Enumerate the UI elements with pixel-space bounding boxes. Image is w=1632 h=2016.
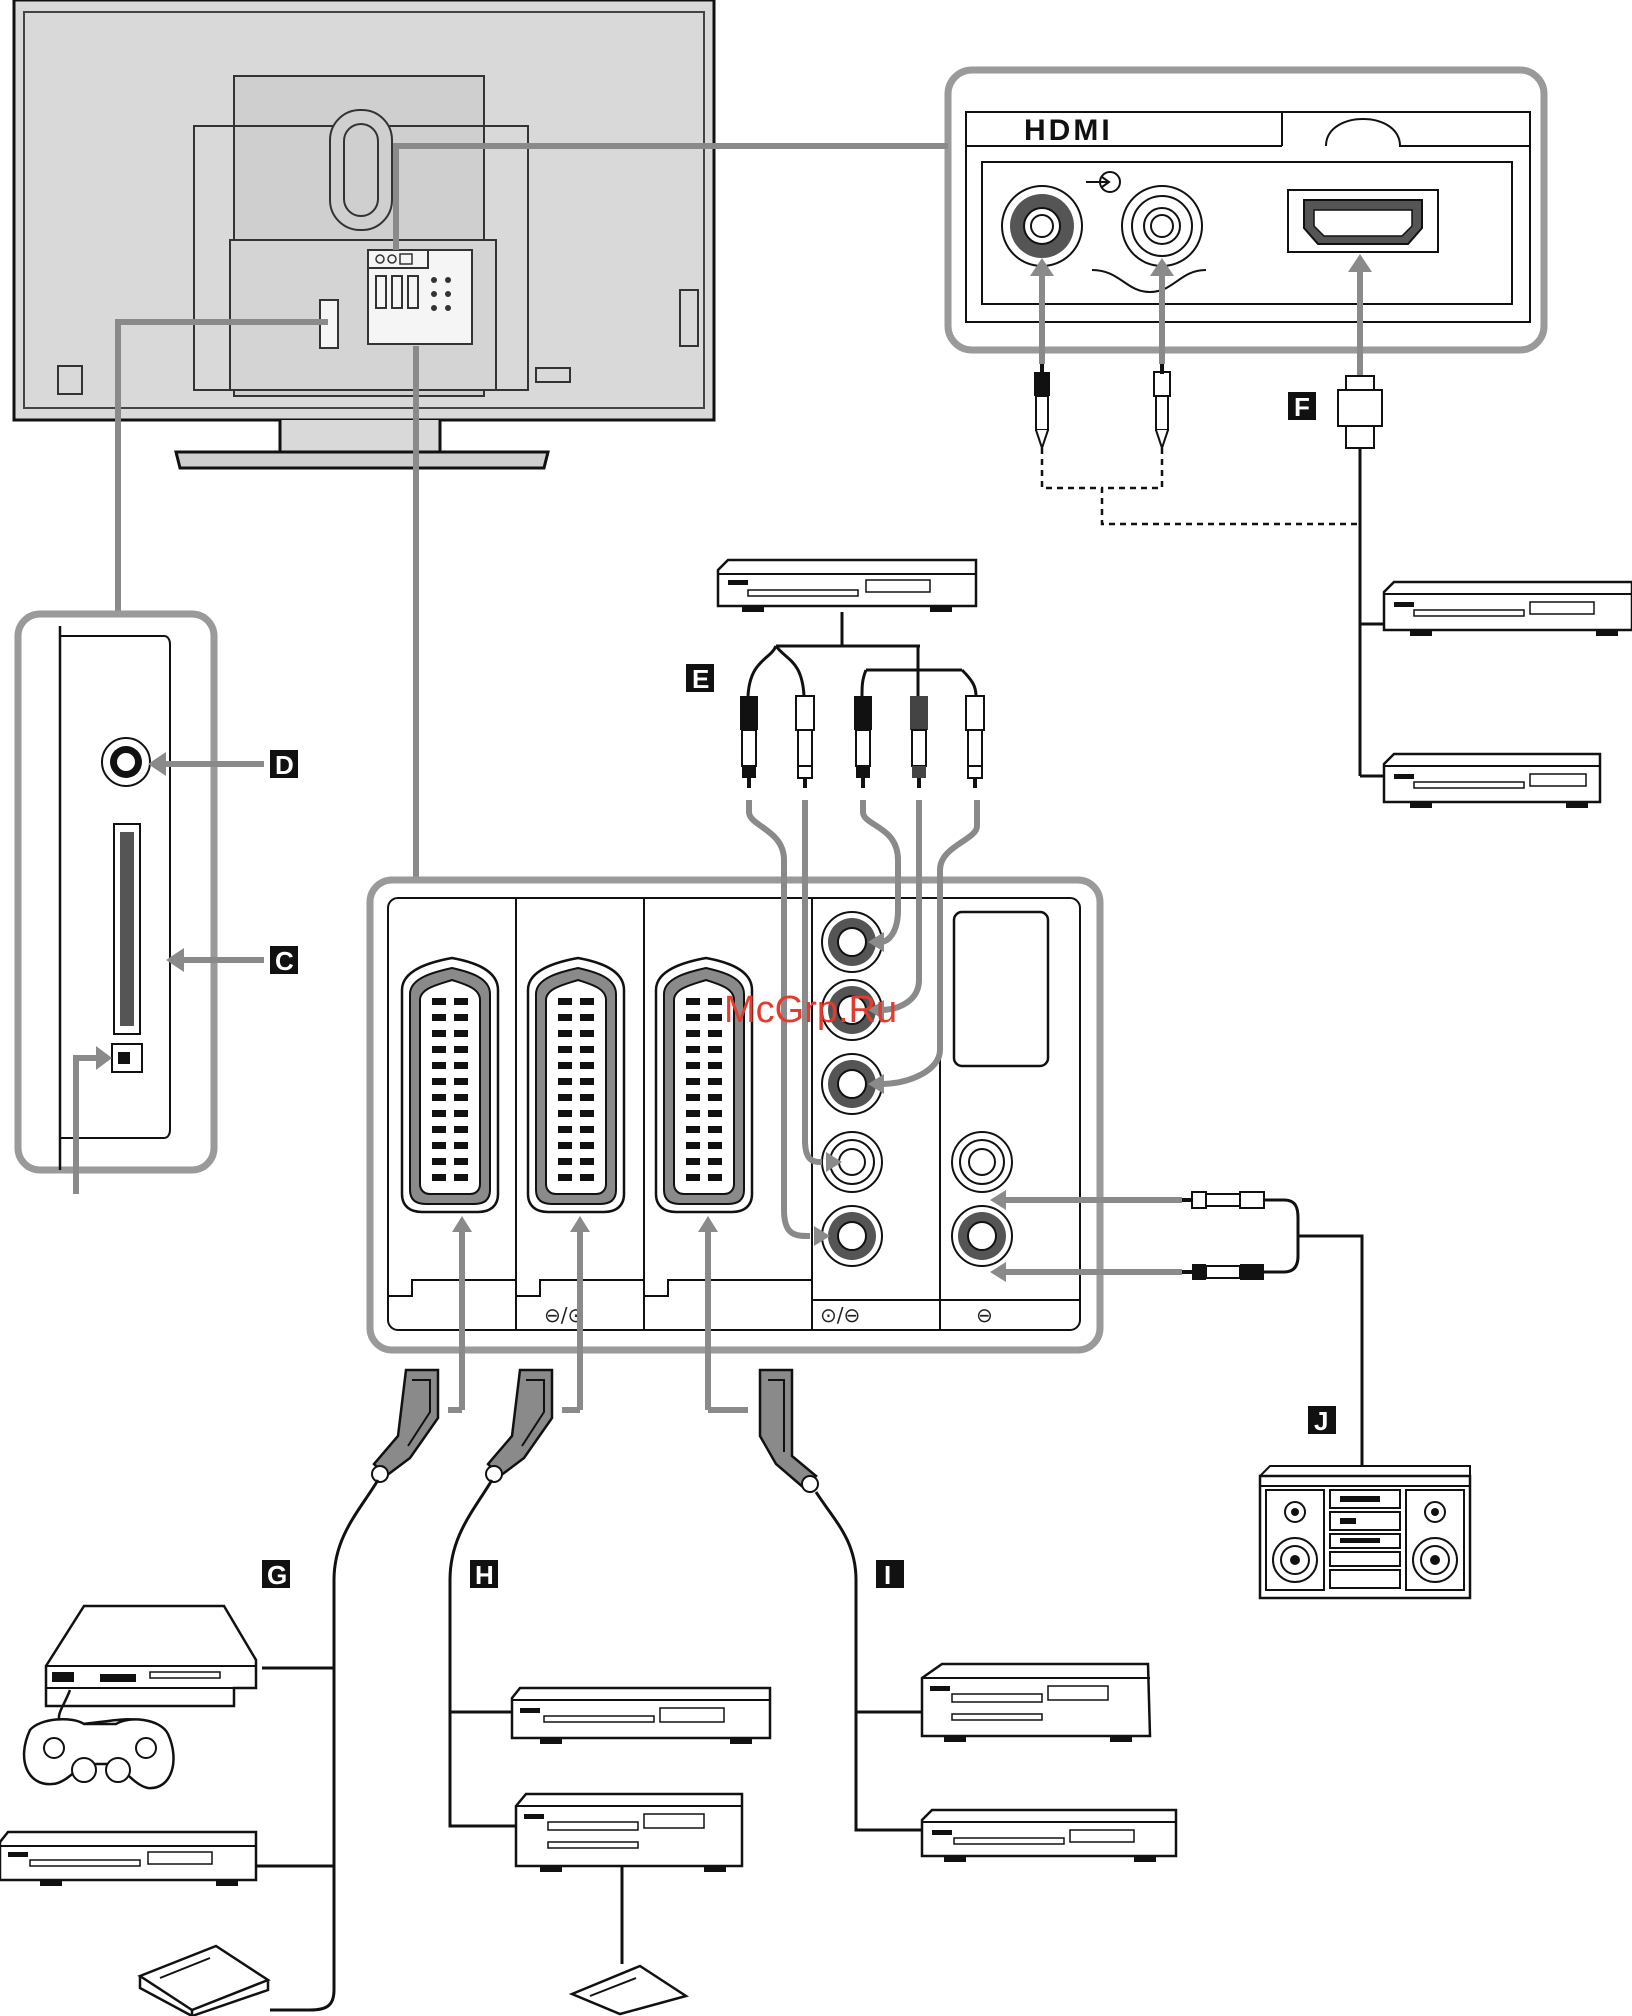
scart-connector-2 [528,958,624,1212]
plug-e-4 [910,696,928,788]
svg-text:G: G [267,1560,287,1590]
label-h: H [470,1560,498,1590]
usb-port [112,1044,142,1072]
svg-text:J: J [1314,1406,1328,1436]
memory-card-slot [114,824,140,1034]
component-source-device [718,560,976,612]
label-e: E [686,664,714,694]
scart-connector-1 [402,958,498,1212]
svg-text:F: F [1294,392,1310,422]
rca-plug-black [1034,372,1050,396]
h-recorder [516,1794,742,1872]
hdmi-panel: HDMI [948,70,1544,350]
plug-e-1 [740,696,758,788]
audio-out-jack-l [952,1132,1012,1192]
g-decoder [140,1946,268,2016]
game-console [46,1606,256,1706]
cable-h [450,1480,516,1826]
rca-plug-white [1154,372,1170,396]
label-c: C [270,946,298,976]
audio-out-jack-r [952,1206,1012,1266]
hdmi-port [1288,190,1438,252]
hdmi-device-1 [1384,582,1632,636]
svg-text:E: E [692,664,709,694]
label-i: I [876,1560,904,1590]
svg-text:D: D [275,750,294,780]
hdmi-device-2 [1384,754,1600,808]
label-d: D [270,750,298,780]
label-g: G [262,1560,290,1590]
panel-cover [954,912,1048,1066]
svg-text:I: I [884,1560,891,1590]
s-video-jack [102,738,150,786]
i-recorder [922,1664,1150,1742]
component-cable-tree [748,612,976,696]
plug-e-3 [854,696,872,788]
label-j: J [1308,1406,1336,1436]
hifi-system [1260,1466,1470,1598]
audio-plug-white [1182,1192,1264,1208]
watermark: McGrp.Ru [724,989,897,1031]
rca-jack-audio-r [822,1206,882,1266]
rca-1-symbol: ⊙/⊖ [820,1303,860,1327]
plug-e-5 [966,696,984,788]
label-f: F [1288,392,1316,422]
rca-2-symbol: ⊖ [976,1303,993,1327]
plug-e-2 [796,696,814,788]
hdmi-logo: HDMI [1024,114,1113,147]
component-plugs [740,696,984,788]
i-dvd-player [922,1810,1176,1862]
h-vcr [512,1688,770,1744]
cable-i [816,1492,922,1830]
audio-plug-black [1182,1264,1264,1280]
hdmi-plug [1338,376,1382,462]
side-panel [18,614,214,1170]
hdmi-to-dvi-dotted-line [1042,448,1360,524]
svg-text:H: H [475,1560,494,1590]
h-decoder [572,1966,686,2014]
g-dvd-player [0,1832,256,1886]
svg-text:C: C [275,946,294,976]
